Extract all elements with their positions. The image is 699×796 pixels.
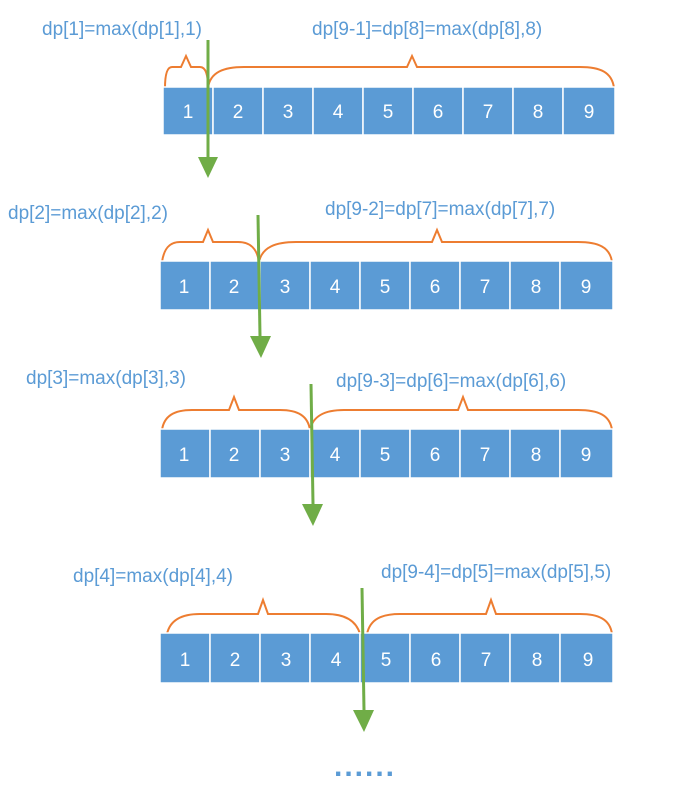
row-4-cell: [509, 632, 561, 684]
row-2-split-arrow: [250, 214, 271, 358]
row-2-cell-label: 3: [280, 277, 291, 298]
row-3: dp[3]=max(dp[3],3) dp[9-3]=dp[6]=max(dp[…: [26, 368, 614, 526]
row-1-left-label: dp[1]=max(dp[1],1): [42, 19, 202, 40]
row-4-cell: [409, 632, 461, 684]
row-1-left-brace: [164, 53, 209, 89]
row-3-cell: [509, 428, 561, 479]
row-3-cell-label: 7: [480, 445, 491, 466]
row-1-cell: [512, 86, 564, 136]
row-3-right-label: dp[9-3]=dp[6]=max(dp[6],6): [336, 371, 566, 392]
row-3-cell: [409, 428, 461, 479]
row-1-cell: [262, 86, 314, 136]
row-4-cell-label: 1: [180, 650, 191, 671]
row-1-cell: [562, 86, 616, 136]
row-1-cell-label: 6: [433, 102, 444, 123]
row-1-cell: [462, 86, 514, 136]
row-4-left-brace: [166, 597, 361, 635]
row-4-cell-label: 3: [281, 650, 292, 671]
row-3-split-arrow: [302, 383, 323, 526]
row-1-cell-label: 9: [584, 102, 595, 123]
row-1-cell-label: 4: [333, 102, 344, 123]
row-2-cell: [409, 260, 461, 311]
row-2-cell-label: 6: [430, 277, 441, 298]
row-4-cell-label: 5: [381, 650, 392, 671]
row-1-cell-label: 7: [483, 102, 494, 123]
row-4-cell: [359, 632, 411, 684]
row-3-right-brace: [309, 394, 613, 431]
row-2-left-brace: [161, 227, 260, 263]
row-2-cells: 1 2 3 4 5 6 7 8 9: [159, 260, 614, 311]
row-3-cell: [559, 428, 614, 479]
row-3-cell-label: 3: [280, 445, 291, 466]
row-3-cell-label: 4: [330, 445, 341, 466]
row-4-cell-label: 7: [481, 650, 492, 671]
row-3-cell-label: 8: [531, 445, 542, 466]
row-2-cell: [559, 260, 614, 311]
row-3-cell: [159, 428, 211, 479]
row-3-cell: [459, 428, 511, 479]
row-4-cell: [209, 632, 261, 684]
row-1-cell-label: 8: [533, 102, 544, 123]
row-4-right-label: dp[9-4]=dp[5]=max(dp[5],5): [381, 562, 611, 583]
row-1-cell-label: 3: [283, 102, 294, 123]
row-2-cell: [509, 260, 561, 311]
row-2-left-label: dp[2]=max(dp[2],2): [8, 203, 168, 224]
row-1-cell-label: 1: [183, 102, 194, 123]
row-2-right-brace: [258, 227, 613, 263]
row-4-cell: [559, 632, 614, 684]
row-3-left-label: dp[3]=max(dp[3],3): [26, 368, 186, 389]
row-2-cell-label: 8: [531, 277, 542, 298]
row-2-right-label: dp[9-2]=dp[7]=max(dp[7],7): [325, 199, 555, 220]
row-1-cells: 1 2 3 4 5 6 7 8 9: [162, 86, 616, 136]
row-2-cell: [459, 260, 511, 311]
row-2-cell: [359, 260, 411, 311]
row-4-cell-label: 4: [331, 650, 342, 671]
row-1-cell: [412, 86, 464, 136]
row-2-cell-label: 9: [581, 277, 592, 298]
row-1-cell: [162, 86, 214, 136]
row-3-cells: 1 2 3 4 5 6 7 8 9: [159, 428, 614, 479]
row-3-cell: [259, 428, 311, 479]
row-4-right-brace: [366, 597, 613, 635]
row-2-cell-label: 4: [330, 277, 341, 298]
row-3-left-brace: [161, 394, 311, 431]
row-4-left-label: dp[4]=max(dp[4],4): [73, 566, 233, 587]
row-2-cell-label: 5: [380, 277, 391, 298]
row-3-cell-label: 6: [430, 445, 441, 466]
continuation-ellipsis: ......: [334, 750, 396, 783]
row-1-right-label: dp[9-1]=dp[8]=max(dp[8],8): [312, 19, 542, 40]
row-1: dp[1]=max(dp[1],1) dp[9-1]=dp[8]=max(dp[…: [42, 19, 616, 178]
row-4-split-arrow: [353, 587, 374, 732]
row-1-cell-label: 5: [383, 102, 394, 123]
row-1-cell: [362, 86, 414, 136]
row-1-split-arrow: [198, 40, 218, 178]
row-3-cell-label: 2: [229, 445, 240, 466]
row-4-cell: [309, 632, 361, 684]
row-4-cell-label: 2: [230, 650, 241, 671]
row-1-right-brace: [207, 53, 615, 89]
row-4-cell-label: 9: [583, 650, 594, 671]
row-1-cell-label: 2: [233, 102, 244, 123]
row-4-cell-label: 6: [431, 650, 442, 671]
row-3-cell-label: 5: [380, 445, 391, 466]
row-3-cell-label: 1: [179, 445, 190, 466]
row-3-cell: [309, 428, 361, 479]
row-2-cell: [259, 260, 311, 311]
row-4-cells: 1 2 3 4 5 6 7 8 9: [159, 632, 614, 684]
row-3-cell-label: 9: [581, 445, 592, 466]
row-1-cell: [212, 86, 264, 136]
row-2-cell: [209, 260, 261, 311]
row-2-cell: [159, 260, 211, 311]
row-4-cell-label: 8: [532, 650, 543, 671]
row-4-cell: [159, 632, 211, 684]
row-2-cell-label: 1: [179, 277, 190, 298]
row-4-cell: [259, 632, 311, 684]
row-2-cell-label: 7: [480, 277, 491, 298]
row-2: dp[2]=max(dp[2],2) dp[9-2]=dp[7]=max(dp[…: [8, 199, 614, 358]
row-2-cell-label: 2: [229, 277, 240, 298]
row-4: dp[4]=max(dp[4],4) dp[9-4]=dp[5]=max(dp[…: [73, 562, 614, 732]
